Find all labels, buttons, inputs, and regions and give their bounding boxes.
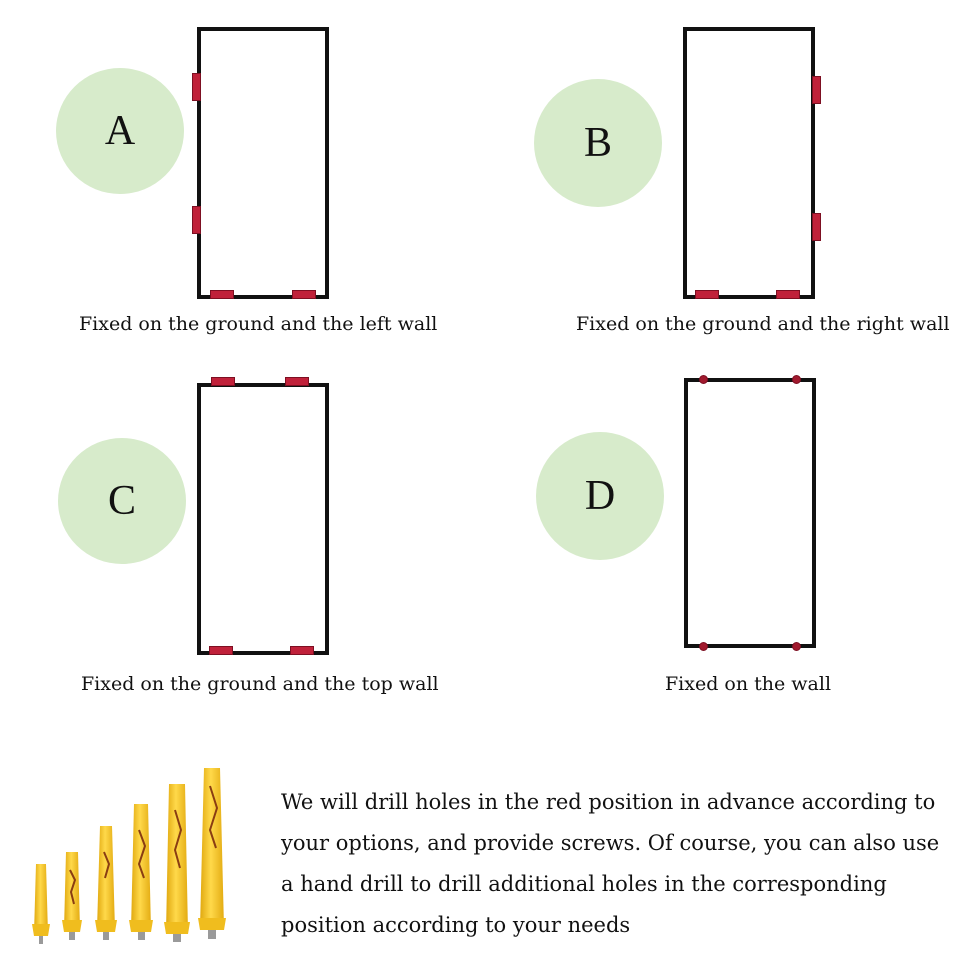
wall-anchor-6 [198,768,226,939]
wall-anchor-3 [95,826,117,940]
wall-anchor-4 [129,804,153,940]
option-c-cabinet [197,383,329,655]
option-b-mount-right-upper [812,76,821,104]
option-d-mount-top-right [792,375,801,384]
option-a-mount-bottom-left [210,290,234,299]
option-b-letter: B [583,120,612,166]
option-b-mount-bottom-right [776,290,800,299]
option-b-mount-right-lower [812,213,821,241]
option-b-mount-bottom-left [695,290,719,299]
option-b-caption: Fixed on the ground and the right wall [576,313,950,335]
option-c-mount-bottom-right [290,646,314,655]
option-c-letter: C [107,478,136,524]
option-d-cabinet [684,378,816,648]
wall-anchor-1 [32,864,50,944]
option-a-mount-left-upper [192,73,201,101]
option-a-caption: Fixed on the ground and the left wall [79,313,438,335]
option-a-mount-bottom-right [292,290,316,299]
wall-anchor-2 [62,852,82,940]
option-d-mount-top-left [699,375,708,384]
option-a-badge: A [56,68,184,194]
option-d-caption: Fixed on the wall [665,673,832,695]
option-b-cabinet [683,27,815,299]
option-d-mount-bottom-right [792,642,801,651]
option-b-badge: B [534,79,662,207]
option-a-mount-left-lower [192,206,201,234]
option-c-badge: C [58,438,186,564]
option-c-mount-bottom-left [209,646,233,655]
drilling-note: We will drill holes in the red position … [281,790,940,937]
wall-anchor-5 [164,784,190,942]
option-c-caption: Fixed on the ground and the top wall [81,673,439,695]
option-a-letter: A [104,108,136,154]
option-c-mount-top-left [211,377,235,386]
option-d-badge: D [536,432,664,560]
option-d-mount-bottom-left [699,642,708,651]
option-c-mount-top-right [285,377,309,386]
option-d-letter: D [584,473,616,519]
wall-anchors-illustration [32,768,226,944]
option-a-cabinet [197,27,329,299]
